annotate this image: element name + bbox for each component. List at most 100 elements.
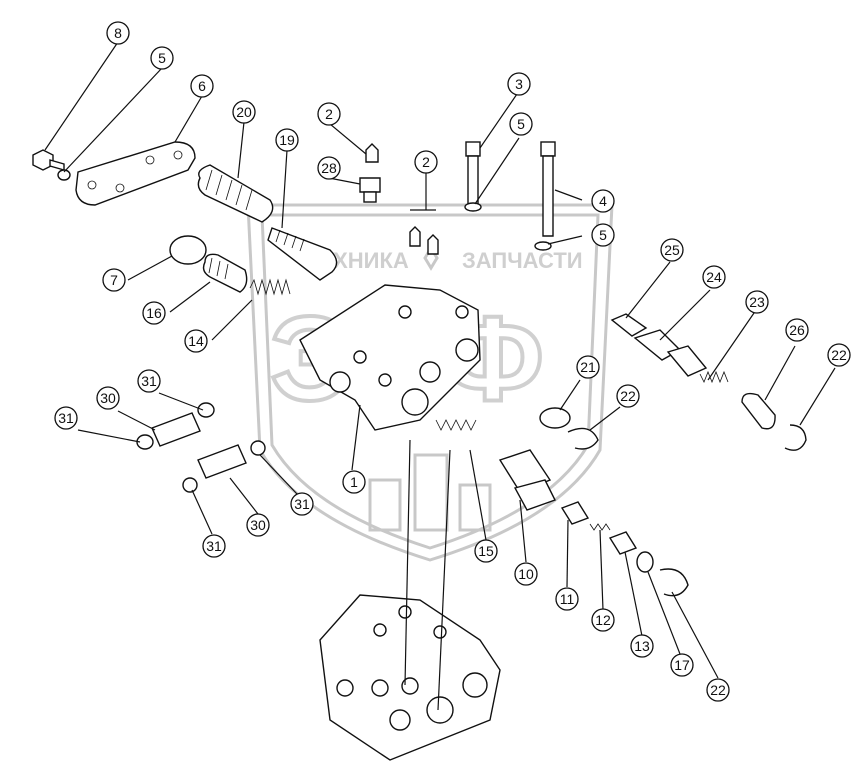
callout-label: 15 (478, 543, 494, 559)
callout-17: 17 (670, 653, 694, 677)
callout-label: 25 (664, 242, 680, 258)
callout-5: 5 (150, 46, 174, 70)
callout-circle (785, 318, 809, 342)
callout-5: 5 (591, 223, 615, 247)
callout-circle (745, 290, 769, 314)
callout-19: 19 (275, 128, 299, 152)
callout-22: 22 (616, 384, 640, 408)
callout-label: 24 (706, 269, 722, 285)
callout-26: 26 (785, 318, 809, 342)
callout-circle (670, 653, 694, 677)
callout-circle (142, 301, 166, 325)
callout-circle (555, 587, 579, 611)
callout-28: 28 (317, 156, 341, 180)
callout-label: 26 (789, 322, 805, 338)
callout-circle (190, 74, 214, 98)
callout-label: 31 (141, 373, 157, 389)
callout-label: 20 (236, 104, 252, 120)
callout-circle (342, 470, 366, 494)
callout-label: 22 (831, 347, 847, 363)
callout-label: 23 (749, 294, 765, 310)
callout-circle (106, 21, 130, 45)
callout-20: 20 (232, 100, 256, 124)
callout-circle (96, 386, 120, 410)
callout-label: 2 (422, 154, 430, 170)
callout-16: 16 (142, 301, 166, 325)
leader-lines (44, 41, 836, 679)
callout-label: 11 (560, 591, 575, 607)
part-drawings (32, 141, 807, 761)
callout-circle (275, 128, 299, 152)
callout-circle (616, 384, 640, 408)
callout-label: 17 (674, 657, 690, 673)
callout-circle (317, 156, 341, 180)
callout-circle (514, 562, 538, 586)
callout-circle (702, 265, 726, 289)
callout-circle (630, 634, 654, 658)
callout-12: 12 (591, 608, 615, 632)
callout-circle (591, 608, 615, 632)
callout-label: 5 (158, 50, 166, 66)
callout-4: 4 (591, 189, 615, 213)
callout-circle (317, 102, 341, 126)
callout-label: 4 (599, 193, 607, 209)
callout-label: 19 (279, 132, 295, 148)
callout-label: 1 (350, 474, 358, 490)
callout-circle (591, 223, 615, 247)
callout-31: 31 (54, 406, 78, 430)
callout-circle (827, 343, 851, 367)
callout-24: 24 (702, 265, 726, 289)
callout-11: 11 (555, 587, 579, 611)
callout-label: 5 (599, 227, 607, 243)
callout-circle (660, 238, 684, 262)
callout-label: 22 (620, 388, 636, 404)
callout-13: 13 (630, 634, 654, 658)
callout-14: 14 (184, 329, 208, 353)
callout-2: 2 (414, 150, 438, 174)
callout-circle (576, 355, 600, 379)
callout-circle (509, 112, 533, 136)
callout-31: 31 (137, 369, 161, 393)
callout-label: 12 (595, 612, 611, 628)
callout-circle (150, 46, 174, 70)
callout-circle (474, 539, 498, 563)
callout-15: 15 (474, 539, 498, 563)
watermark-right-text: ЗАПЧАСТИ (462, 248, 583, 273)
callout-8: 8 (106, 21, 130, 45)
callout-circle (102, 268, 126, 292)
callout-circle (591, 189, 615, 213)
callout-label: 2 (325, 106, 333, 122)
callout-circle (184, 329, 208, 353)
callout-1: 1 (342, 470, 366, 494)
callout-31: 31 (290, 492, 314, 516)
callout-21: 21 (576, 355, 600, 379)
callout-circle (137, 369, 161, 393)
callout-label: 21 (580, 359, 596, 375)
callout-label: 14 (188, 333, 204, 349)
callout-label: 8 (114, 25, 122, 41)
callout-31: 31 (202, 534, 226, 558)
callout-label: 6 (198, 78, 206, 94)
callout-5: 5 (509, 112, 533, 136)
callout-label: 7 (110, 272, 118, 288)
callout-circle (507, 72, 531, 96)
callout-label: 30 (100, 390, 116, 406)
callout-30: 30 (96, 386, 120, 410)
callout-label: 13 (634, 638, 650, 654)
callout-label: 31 (58, 410, 74, 426)
callout-label: 3 (515, 76, 523, 92)
callout-25: 25 (660, 238, 684, 262)
callout-3: 3 (507, 72, 531, 96)
callout-7: 7 (102, 268, 126, 292)
callout-22: 22 (706, 678, 730, 702)
callout-circle (232, 100, 256, 124)
callout-10: 10 (514, 562, 538, 586)
callout-30: 30 (246, 513, 270, 537)
callout-23: 23 (745, 290, 769, 314)
callout-circle (246, 513, 270, 537)
callout-label: 30 (250, 517, 266, 533)
callout-2: 2 (317, 102, 341, 126)
